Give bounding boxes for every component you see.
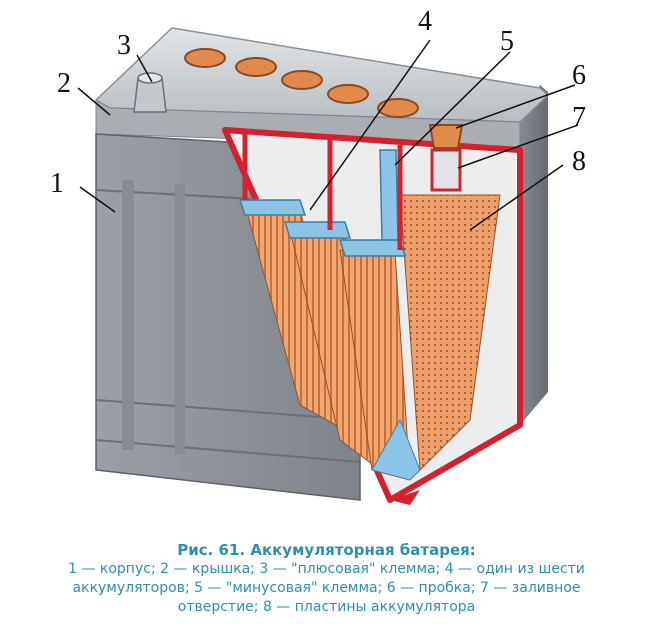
callout-4: 4 (418, 6, 432, 37)
caption-legend-line-2: аккумуляторов; 5 — "минусовая" клемма; 6… (72, 580, 581, 596)
case-rib-mid (175, 184, 185, 454)
negative-terminal (379, 149, 399, 241)
plug-cap (428, 124, 464, 149)
battery-plates (399, 194, 501, 472)
cutaway-section (222, 124, 523, 505)
callout-7: 7 (572, 102, 586, 133)
callout-5: 5 (500, 26, 514, 57)
filler-hole (430, 148, 462, 192)
filler-caps (184, 48, 419, 118)
caption-legend-line-3: отверстие; 8 — пластины аккумулятора (177, 599, 476, 615)
callout-8: 8 (572, 146, 586, 177)
callout-3: 3 (117, 30, 131, 61)
figure-caption: Рис. 61. Аккумуляторная батарея: 1 — кор… (0, 540, 653, 617)
caption-legend-line-1: 1 — корпус; 2 — крышка; 3 — "плюсовая" к… (68, 561, 585, 577)
leader-lines (77, 39, 579, 231)
battery-cutaway-drawing (77, 27, 579, 505)
case-rib-left (122, 180, 134, 450)
callout-1: 1 (50, 168, 64, 199)
caption-title: Рис. 61. Аккумуляторная батарея: (177, 541, 476, 559)
callout-6: 6 (572, 60, 586, 91)
callout-2: 2 (57, 68, 71, 99)
case-side-panel (520, 85, 548, 425)
lid-rim (95, 99, 521, 149)
caption-legend: 1 — корпус; 2 — крышка; 3 — "плюсовая" к… (0, 560, 653, 617)
positive-terminal (133, 72, 167, 113)
battery-illustration: 1 2 3 4 5 6 7 8 (50, 6, 586, 505)
